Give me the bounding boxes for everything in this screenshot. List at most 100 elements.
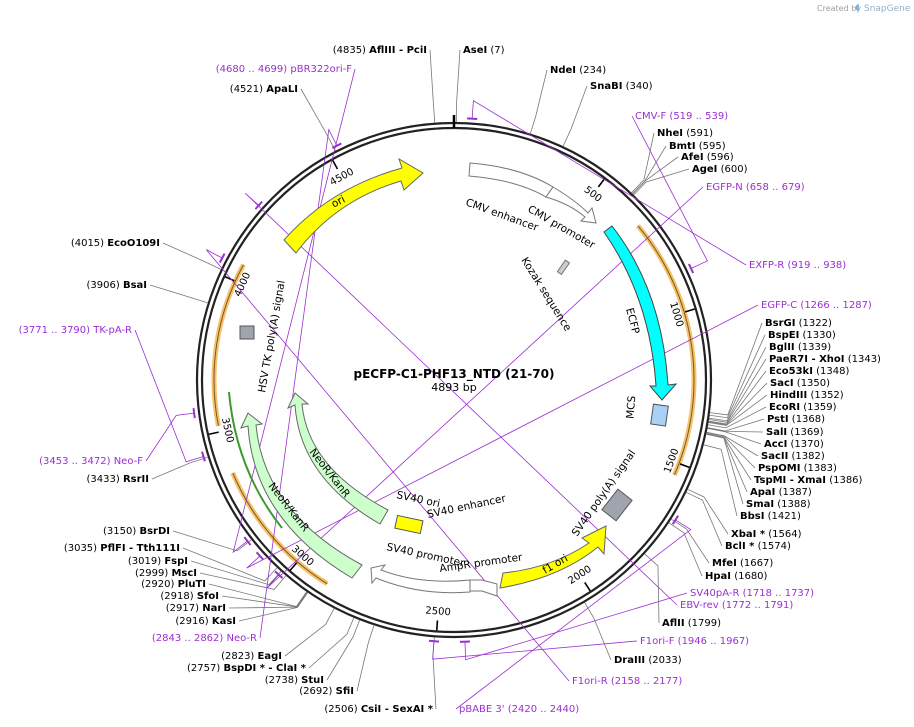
site-label[interactable]: (4521) ApaLI bbox=[230, 84, 298, 95]
site-label[interactable]: BmtI (595) bbox=[669, 141, 726, 152]
site-label[interactable]: (3150) BsrDI bbox=[103, 526, 170, 537]
primer-label[interactable]: (2843 .. 2862) Neo-R bbox=[152, 633, 257, 644]
feature-mcs[interactable] bbox=[650, 403, 669, 427]
feature-ampr-promoter[interactable] bbox=[469, 579, 498, 597]
site-position: (2999) bbox=[135, 568, 168, 579]
primer-label[interactable]: SV40pA-R (1718 .. 1737) bbox=[690, 588, 814, 599]
site-label[interactable]: HpaI (1680) bbox=[705, 571, 768, 582]
site-label[interactable]: HindIII (1352) bbox=[770, 390, 844, 401]
site-label[interactable]: NdeI (234) bbox=[550, 65, 606, 76]
site-position: (3035) bbox=[64, 543, 97, 554]
feature-cmv-enhancer[interactable] bbox=[468, 162, 554, 198]
enzyme-name: NdeI bbox=[550, 65, 576, 76]
site-label[interactable]: (2738) StuI bbox=[265, 675, 324, 686]
feature-ecfp[interactable] bbox=[603, 225, 678, 401]
site-label[interactable]: (2757) BspDI * - ClaI * bbox=[187, 663, 307, 674]
feature-sv40-polya[interactable] bbox=[601, 488, 633, 522]
site-label[interactable]: (2920) PluTI bbox=[141, 579, 206, 590]
primer-label[interactable]: EBV-rev (1772 .. 1791) bbox=[680, 600, 793, 611]
site-position: (4521) bbox=[230, 84, 263, 95]
site-labels: AseI (7) (4835) AflIII - PciI NdeI (234) Sn… bbox=[19, 45, 881, 715]
primer-label[interactable]: pBABE 3' (2420 .. 2440) bbox=[459, 704, 579, 715]
plasmid-size: 4893 bp bbox=[431, 381, 476, 394]
site-position: (1680) bbox=[734, 571, 767, 582]
site-label[interactable]: PaeR7I - XhoI (1343) bbox=[769, 354, 881, 365]
primer-mark bbox=[255, 551, 265, 561]
primer-range: (519 .. 539) bbox=[669, 111, 728, 122]
enzyme-name: AflII bbox=[662, 618, 685, 629]
site-label[interactable]: (2823) EagI bbox=[221, 651, 282, 662]
site-label[interactable]: TspMI - XmaI (1386) bbox=[754, 475, 863, 486]
site-label[interactable]: EcoRI (1359) bbox=[769, 402, 837, 413]
highlight-egfp-core bbox=[637, 225, 695, 476]
site-label[interactable]: BbsI (1421) bbox=[740, 511, 801, 522]
site-label[interactable]: (3906) BsaI bbox=[87, 280, 148, 291]
site-label[interactable]: (4835) AflIII - PciI bbox=[333, 45, 427, 56]
site-label[interactable]: PspOMI (1383) bbox=[758, 463, 837, 474]
primer-name: EGFP-C bbox=[761, 300, 797, 311]
primer-leader bbox=[432, 640, 638, 660]
feature-kozak[interactable] bbox=[556, 259, 571, 276]
site-label[interactable]: AccI (1370) bbox=[764, 439, 824, 450]
site-label[interactable]: SalI (1369) bbox=[766, 427, 824, 438]
site-label[interactable]: (3035) PflFI - Tth111I bbox=[64, 543, 180, 554]
site-label[interactable]: AseI (7) bbox=[463, 45, 505, 56]
feature-neor-kanr-1[interactable] bbox=[286, 392, 389, 525]
site-label[interactable]: AflII (1799) bbox=[662, 618, 721, 629]
site-position: (1387) bbox=[779, 487, 812, 498]
site-label[interactable]: (2506) CsiI - SexAI * bbox=[324, 704, 433, 715]
site-label[interactable]: XbaI * (1564) bbox=[731, 529, 802, 540]
primer-label[interactable]: EGFP-C (1266 .. 1287) bbox=[761, 300, 872, 311]
feature-f1-ori[interactable] bbox=[499, 525, 607, 589]
site-leader bbox=[709, 322, 763, 416]
primer-label[interactable]: EGFP-N (658 .. 679) bbox=[706, 182, 805, 193]
site-label[interactable]: SnaBI (340) bbox=[590, 81, 653, 92]
site-label[interactable]: (2999) MscI bbox=[135, 568, 197, 579]
primer-mark bbox=[201, 451, 206, 462]
primer-name: CMV-F bbox=[635, 111, 666, 122]
feature-neor-kanr-2[interactable] bbox=[240, 412, 363, 579]
site-label[interactable]: NheI (591) bbox=[657, 128, 713, 139]
site-label[interactable]: (2918) SfoI bbox=[160, 591, 219, 602]
site-label[interactable]: (2917) NarI bbox=[166, 603, 226, 614]
feature-label-sv40-polya: SV40 poly(A) signal bbox=[570, 448, 639, 539]
site-label[interactable]: BclI * (1574) bbox=[725, 541, 791, 552]
site-position: (2823) bbox=[221, 651, 254, 662]
credit-brand: SnapGene bbox=[864, 4, 911, 14]
site-label[interactable]: Eco53kI (1348) bbox=[769, 366, 849, 377]
enzyme-name: PluTI bbox=[178, 579, 206, 590]
site-position: (234) bbox=[579, 65, 606, 76]
site-label[interactable]: (3019) FspI bbox=[128, 556, 188, 567]
site-label[interactable]: BsrGI (1322) bbox=[765, 318, 832, 329]
primer-label[interactable]: EXFP-R (919 .. 938) bbox=[749, 260, 846, 271]
primer-label[interactable]: (4680 .. 4699) pBR322ori-F bbox=[216, 64, 352, 75]
site-label[interactable]: BspEI (1330) bbox=[768, 330, 836, 341]
primer-label[interactable]: (3771 .. 3790) TK-pA-R bbox=[19, 325, 132, 336]
primer-label[interactable]: CMV-F (519 .. 539) bbox=[635, 111, 728, 122]
primer-label[interactable]: (3453 .. 3472) Neo-F bbox=[39, 456, 143, 467]
site-label[interactable]: AfeI (596) bbox=[681, 152, 734, 163]
site-label[interactable]: AgeI (600) bbox=[692, 164, 748, 175]
feature-sv40-promoter[interactable] bbox=[370, 564, 471, 594]
feature-hsv-tk-polya[interactable] bbox=[239, 325, 255, 340]
site-label[interactable]: DraIII (2033) bbox=[614, 655, 682, 666]
site-label[interactable]: (4015) EcoO109I bbox=[71, 238, 160, 249]
site-label[interactable]: SmaI (1388) bbox=[746, 499, 811, 510]
feature-ori[interactable] bbox=[283, 157, 424, 254]
site-label[interactable]: (2916) KasI bbox=[175, 616, 236, 627]
primer-label[interactable]: F1ori-R (2158 .. 2177) bbox=[572, 676, 682, 687]
site-label[interactable]: BglII (1339) bbox=[769, 342, 831, 353]
site-label[interactable]: PstI (1368) bbox=[767, 414, 825, 425]
feature-sv40-ori[interactable] bbox=[394, 514, 424, 535]
site-label[interactable]: (3433) RsrII bbox=[87, 474, 149, 485]
primer-label[interactable]: F1ori-F (1946 .. 1967) bbox=[640, 636, 749, 647]
enzyme-name: EagI bbox=[258, 651, 282, 662]
site-label[interactable]: SacII (1382) bbox=[761, 451, 825, 462]
site-label[interactable]: SacI (1350) bbox=[770, 378, 830, 389]
site-position: (595) bbox=[699, 141, 726, 152]
site-label[interactable]: (2692) SfiI bbox=[299, 686, 354, 697]
site-label[interactable]: MfeI (1667) bbox=[712, 558, 773, 569]
feature-cmv-promoter[interactable] bbox=[545, 186, 597, 224]
site-leader bbox=[706, 432, 756, 469]
site-label[interactable]: ApaI (1387) bbox=[750, 487, 812, 498]
